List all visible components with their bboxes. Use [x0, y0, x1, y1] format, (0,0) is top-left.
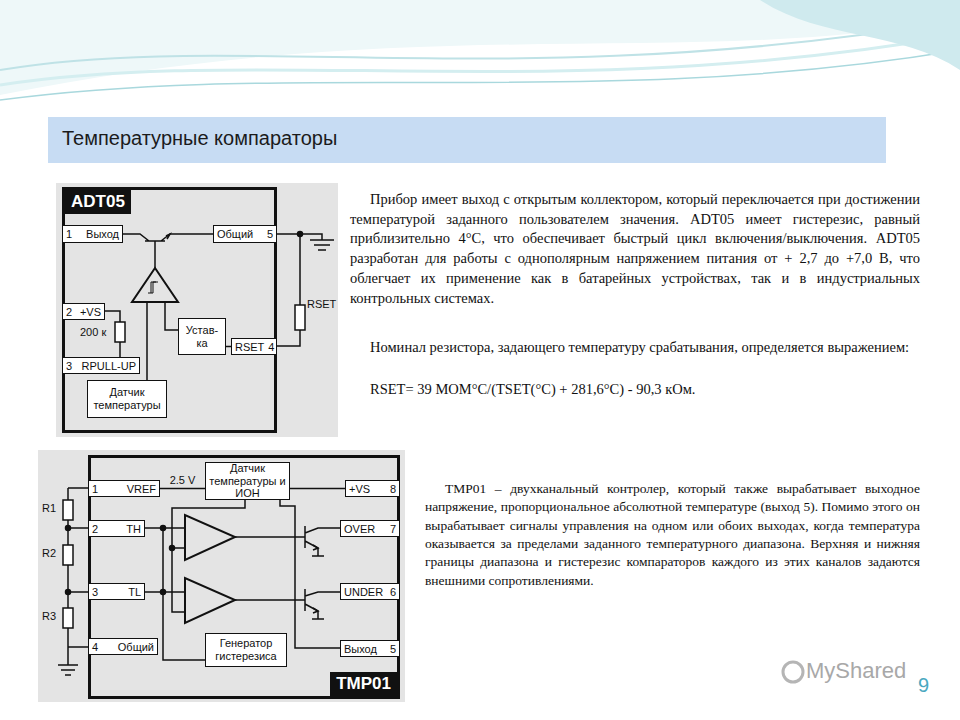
description-text: Прибор имеет выход с открытым коллекторо… — [350, 190, 920, 308]
pin-number: 6 — [390, 586, 396, 598]
function-block: Генератор гистерезиса — [205, 633, 287, 667]
pin-number: 5 — [390, 643, 396, 655]
wave-band — [0, 0, 960, 95]
pin-name: +VS — [349, 483, 370, 495]
pin-box: UNDER 6 — [340, 583, 400, 600]
pin-number: 2 — [92, 523, 98, 535]
formula-text: RSET= 39 МОМ°С/(TSET(°C) + 281,6°C) - 90… — [370, 380, 920, 400]
component-label: R2 — [42, 547, 62, 559]
value-label: 200 к — [80, 326, 114, 338]
pin-number: 4 — [268, 341, 274, 353]
pin-name: UNDER — [344, 586, 383, 598]
block-label: Датчик температуры — [91, 386, 163, 411]
pin-box: 3 RPULL-UP — [62, 357, 140, 374]
pin-box: Общий 5 — [213, 225, 277, 243]
pin-name: +VS — [80, 306, 101, 318]
wave-line — [0, 35, 960, 85]
pin-number: 8 — [390, 483, 396, 495]
wire-connector — [290, 488, 345, 490]
page-number: 9 — [918, 674, 948, 697]
pin-box: 4 Общий — [88, 638, 158, 655]
pin-box: 1 Выход — [62, 225, 123, 243]
function-block: Датчик температуры и ИОН — [205, 462, 290, 500]
wire-connector — [160, 488, 205, 490]
chip-name: ADT05 — [65, 190, 131, 214]
pin-box: RSET 4 — [231, 338, 277, 355]
pin-name: TL — [128, 586, 141, 598]
description-text: Номинал резистора, задающего температуру… — [350, 338, 920, 358]
pin-box: 3 TL — [88, 583, 145, 600]
pin-name: TH — [126, 523, 141, 535]
pin-name: Выход — [344, 643, 377, 655]
pin-number: 4 — [92, 641, 98, 653]
watermark-icon — [783, 662, 803, 682]
pin-name: Общий — [118, 641, 154, 653]
wave-line — [0, 20, 960, 70]
chip-outline: ADT05 1 Выход Общий 5 2 +VS 3 RPULL-UP Устав-каRS… — [62, 187, 277, 433]
component-label: R1 — [42, 502, 62, 514]
pin-number: 1 — [66, 228, 72, 240]
chip-name: TMP01 — [330, 672, 397, 696]
scan-ground — [38, 450, 405, 702]
pin-name: OVER — [344, 523, 375, 535]
scan-ground — [56, 183, 338, 437]
pin-number: 7 — [390, 523, 396, 535]
pin-number: 1 — [92, 483, 98, 495]
block-label: Устав-ка — [182, 324, 222, 349]
wave-line — [0, 50, 960, 100]
function-block: Устав-ка — [178, 318, 226, 355]
description-text: TMP01 – двухканальный контролер, который… — [425, 480, 920, 590]
pin-box: Выход 5 — [340, 640, 400, 657]
pin-number: 5 — [267, 228, 273, 240]
edge-label: 2.5 V — [169, 474, 197, 486]
chip-outline: TMP011VREFДатчик температуры и ИОН+VS82T… — [88, 455, 400, 699]
pin-box: 2 TH — [88, 520, 145, 537]
component-label: R3 — [42, 610, 62, 622]
component-label: RSET — [307, 298, 337, 310]
function-block: Датчик температуры — [87, 380, 167, 418]
block-label: Генератор гистерезиса — [209, 637, 283, 662]
slide-title: Температурные компараторы — [62, 127, 337, 150]
title-band — [48, 117, 886, 163]
pin-name: Общий — [217, 228, 253, 240]
pin-box: 1 VREF — [88, 480, 160, 497]
corner-wave — [760, 0, 960, 70]
pin-name: VREF — [127, 483, 156, 495]
pin-name: RPULL-UP — [82, 360, 136, 372]
pin-number: 2 — [66, 306, 72, 318]
pin-box: OVER 7 — [340, 520, 400, 537]
watermark: MyShared — [806, 658, 916, 684]
block-label: Датчик температуры и ИОН — [209, 462, 286, 500]
pin-name: Выход — [86, 228, 119, 240]
pin-number: 3 — [66, 360, 72, 372]
pin-name: RSET — [235, 341, 264, 353]
pin-number: 3 — [92, 586, 98, 598]
pin-box: 2 +VS — [62, 303, 105, 320]
tmp01-wiring — [58, 488, 340, 675]
pin-box: +VS 8 — [345, 480, 400, 497]
